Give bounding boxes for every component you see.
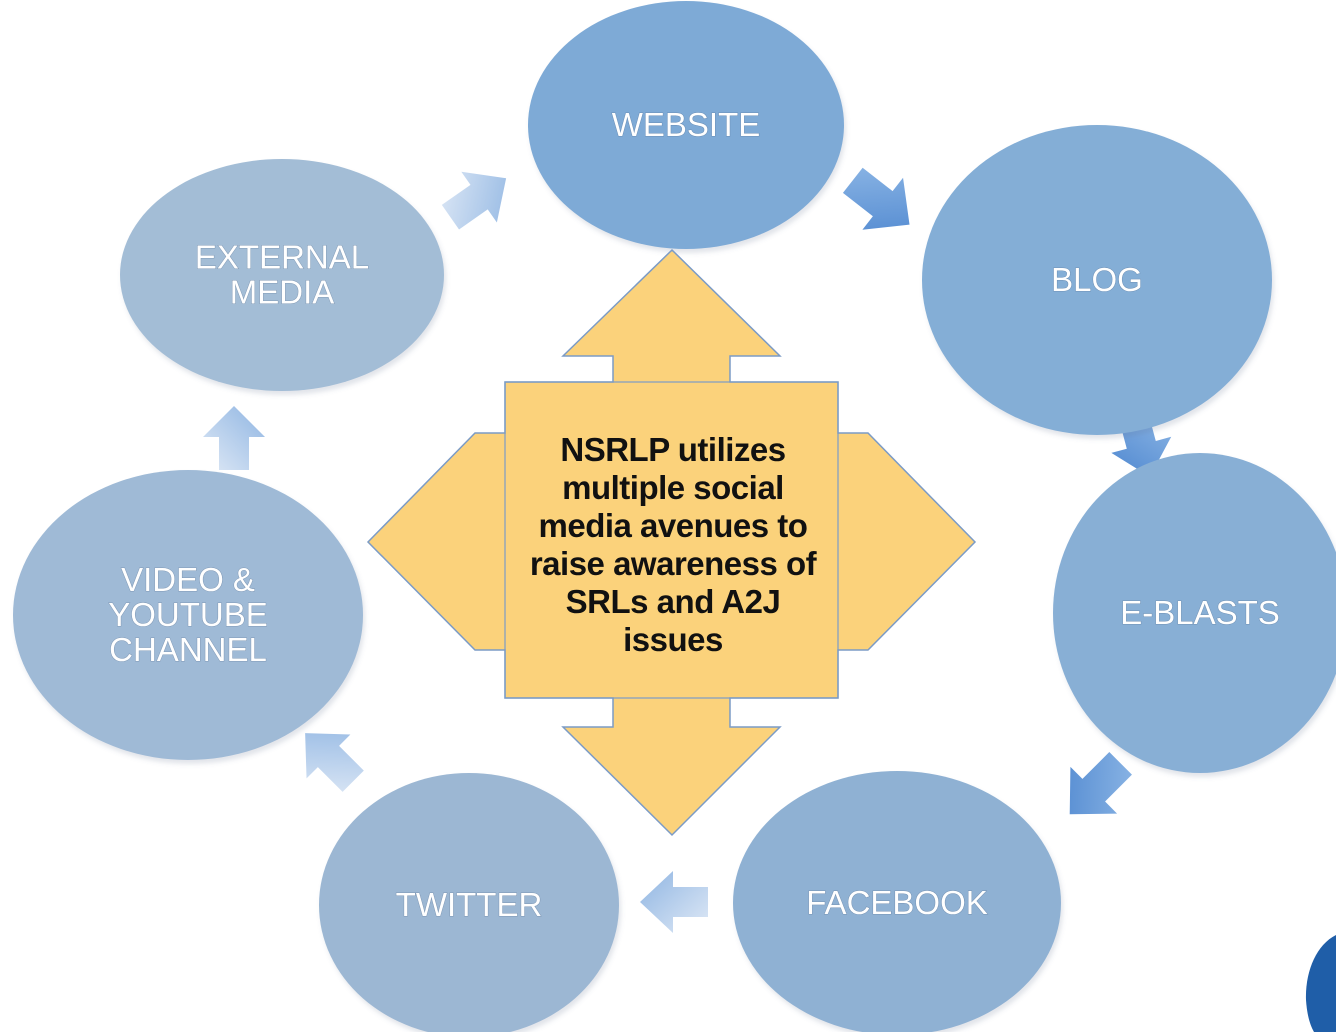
node-twitter: TWITTER bbox=[319, 773, 621, 1032]
arrow-website-to-blog-icon bbox=[842, 167, 910, 230]
node-shape bbox=[1053, 453, 1336, 773]
node-website: WEBSITE bbox=[528, 1, 846, 253]
logo-fragment-icon bbox=[1305, 935, 1336, 1032]
node-shape bbox=[528, 1, 844, 249]
arrow-eblasts-to-facebook-icon bbox=[1069, 752, 1132, 815]
node-label: BLOG bbox=[1051, 261, 1143, 298]
node-shape bbox=[733, 771, 1061, 1032]
arrow-external-to-website-icon bbox=[441, 171, 507, 230]
node-label: MEDIA bbox=[230, 274, 335, 311]
node-shape bbox=[120, 159, 444, 391]
node-label: E-BLASTS bbox=[1120, 594, 1280, 631]
node-label: YOUTUBE bbox=[108, 596, 268, 633]
node-label: EXTERNAL bbox=[195, 239, 369, 276]
center-message-text: NSRLP utilizes multiple social media ave… bbox=[529, 431, 817, 658]
center-four-way-arrow bbox=[366, 248, 977, 837]
arrow-twitter-to-video-icon bbox=[305, 733, 364, 792]
node-shape bbox=[13, 470, 363, 760]
center-message: NSRLP utilizes multiple social media ave… bbox=[508, 392, 838, 698]
node-e-blasts: E-BLASTS bbox=[1053, 453, 1336, 777]
node-label: VIDEO & bbox=[121, 561, 255, 598]
node-label: CHANNEL bbox=[109, 631, 267, 668]
arrow-facebook-to-twitter-icon bbox=[640, 871, 708, 933]
node-shape bbox=[319, 773, 619, 1032]
node-label: TWITTER bbox=[396, 886, 543, 923]
node-facebook: FACEBOOK bbox=[733, 771, 1063, 1032]
node-group: WEBSITE BLOG E-BLASTS FACEBOOK TWITTER VIDEO … bbox=[13, 1, 1336, 1032]
node-shape bbox=[922, 125, 1272, 435]
node-label: FACEBOOK bbox=[806, 884, 988, 921]
node-blog: BLOG bbox=[922, 125, 1274, 439]
node-label: WEBSITE bbox=[612, 106, 761, 143]
arrow-video-to-external-icon bbox=[203, 406, 265, 470]
